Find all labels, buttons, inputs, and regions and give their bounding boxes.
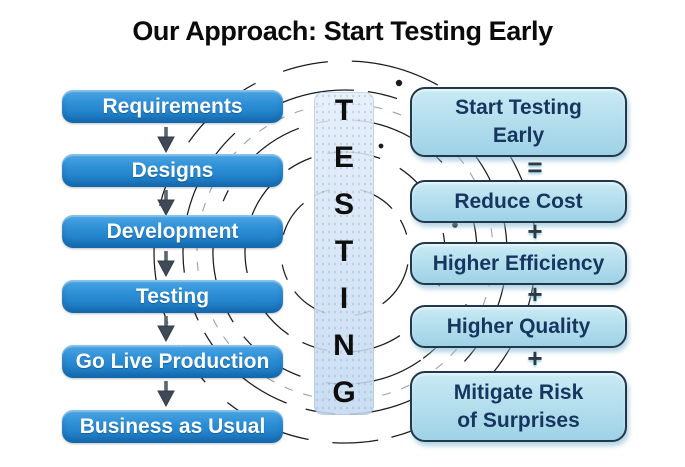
testing-vertical-panel: T E S T I N G bbox=[314, 92, 374, 415]
process-step-development: Development bbox=[62, 215, 283, 248]
process-step-label: Requirements bbox=[102, 94, 243, 118]
process-step-testing: Testing bbox=[62, 280, 283, 313]
plus-operator: + bbox=[527, 343, 543, 373]
process-step-designs: Designs bbox=[62, 154, 283, 187]
process-step-label: Testing bbox=[135, 284, 210, 308]
benefit-label-line: Higher Efficiency bbox=[432, 251, 605, 275]
process-step-label: Development bbox=[106, 219, 239, 243]
down-arrow-icon bbox=[157, 381, 175, 407]
benefit-label-line: Reduce Cost bbox=[454, 189, 583, 213]
testing-letters: T E S T I N G bbox=[314, 92, 374, 415]
plus-operator: + bbox=[527, 279, 543, 309]
testing-letter: I bbox=[339, 282, 349, 315]
testing-letter: S bbox=[333, 188, 354, 221]
testing-letter: N bbox=[333, 329, 355, 362]
speck-dot bbox=[452, 222, 458, 228]
plus-operator: + bbox=[527, 216, 543, 246]
process-step-go-live-production: Go Live Production bbox=[62, 345, 283, 378]
testing-letter: T bbox=[334, 94, 354, 127]
benefit-label-line: Start Testing bbox=[455, 96, 582, 119]
down-arrow-icon bbox=[157, 190, 175, 216]
benefit-label-line: Early bbox=[492, 124, 545, 147]
page-title: Our Approach: Start Testing Early bbox=[132, 16, 553, 46]
benefit-start-testing-early: Start Testing Early bbox=[410, 87, 627, 157]
benefit-label-line: Higher Quality bbox=[446, 314, 591, 338]
benefit-higher-quality: Higher Quality bbox=[410, 305, 627, 348]
testing-letter: T bbox=[334, 235, 354, 268]
testing-letter: G bbox=[332, 376, 356, 409]
process-step-business-as-usual: Business as Usual bbox=[62, 410, 283, 443]
speck-dot bbox=[395, 79, 403, 87]
benefit-label-line: of Surprises bbox=[457, 408, 580, 432]
down-arrow-icon bbox=[157, 316, 175, 342]
process-step-label: Designs bbox=[131, 158, 214, 182]
benefit-reduce-cost: Reduce Cost bbox=[410, 180, 627, 223]
down-arrow-icon bbox=[157, 251, 175, 277]
process-step-label: Business as Usual bbox=[79, 414, 266, 438]
benefit-label-line: Mitigate Risk bbox=[453, 380, 584, 404]
process-step-label: Go Live Production bbox=[75, 349, 270, 373]
process-step-requirements: Requirements bbox=[62, 90, 283, 123]
down-arrow-icon bbox=[157, 127, 175, 153]
equals-operator: = bbox=[527, 152, 543, 182]
benefit-higher-efficiency: Higher Efficiency bbox=[410, 242, 627, 285]
testing-letter: E bbox=[333, 141, 354, 174]
speck-dot bbox=[378, 143, 384, 149]
benefit-mitigate-risk: Mitigate Risk of Surprises bbox=[410, 371, 627, 442]
